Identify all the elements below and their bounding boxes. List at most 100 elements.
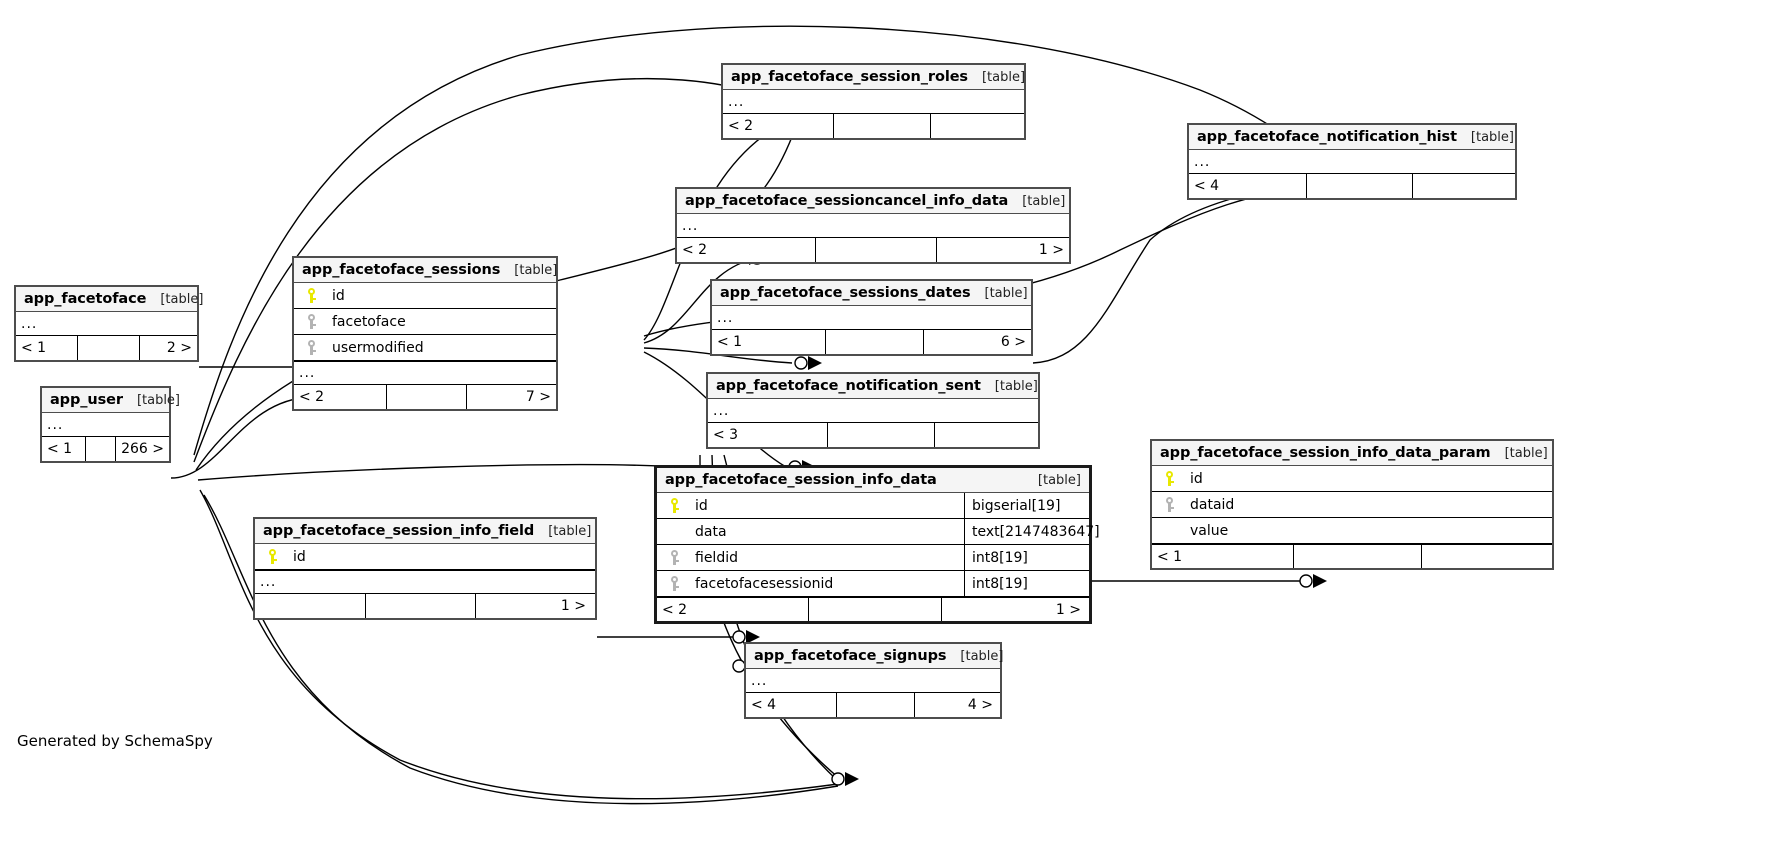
columns-ellipsis: ... — [255, 570, 595, 594]
table-title: app_facetoface_session_info_data — [665, 472, 937, 488]
foreign-key-icon — [657, 576, 691, 591]
column-row: id — [255, 544, 595, 570]
footer-outgoing-count — [931, 114, 1024, 138]
primary-key-icon — [657, 498, 691, 513]
columns-ellipsis: ... — [708, 399, 1038, 423]
table-footer: < 2 1 > — [677, 238, 1069, 262]
table-app_facetoface_session_roles[interactable]: app_facetoface_session_roles [table] ...… — [721, 63, 1026, 140]
column-row: facetofacesessionid int8[19] — [657, 571, 1089, 597]
table-type-tag: [table] — [514, 262, 558, 278]
column-row: usermodified — [294, 335, 556, 361]
table-title: app_facetoface_notification_hist — [1197, 129, 1457, 145]
table-footer: < 2 7 > — [294, 385, 556, 409]
table-app_facetoface[interactable]: app_facetoface [table] ... < 1 2 > — [14, 285, 203, 362]
columns-ellipsis: ... — [746, 669, 1000, 693]
column-row: fieldid int8[19] — [657, 545, 1089, 571]
columns-ellipsis: ... — [16, 312, 197, 336]
column-row: id bigserial[19] — [657, 493, 1089, 519]
footer-incoming-count — [255, 594, 366, 618]
footer-incoming-count: < 3 — [708, 423, 828, 447]
table-app_facetoface_sessions_dates[interactable]: app_facetoface_sessions_dates [table] ..… — [710, 279, 1033, 356]
footer-incoming-count: < 2 — [294, 385, 387, 409]
footer-outgoing-count: 6 > — [1000, 334, 1026, 350]
column-name: usermodified — [332, 339, 424, 356]
column-name: facetoface — [332, 313, 406, 330]
columns-ellipsis: ... — [294, 361, 556, 385]
footer-middle — [834, 114, 931, 138]
table-header: app_facetoface_signups [table] — [746, 644, 1004, 669]
table-title: app_facetoface_notification_sent — [716, 378, 981, 394]
table-title: app_facetoface — [24, 291, 147, 307]
column-type: int8[19] — [964, 545, 1089, 570]
foreign-key-icon — [294, 314, 328, 329]
table-type-tag: [table] — [1504, 445, 1548, 461]
footer-middle — [78, 336, 140, 360]
table-footer: < 4 4 > — [746, 693, 1000, 717]
column-name: id — [695, 497, 708, 514]
table-title: app_facetoface_session_info_field — [263, 523, 535, 539]
footer-outgoing-count: 1 > — [1055, 601, 1081, 618]
footer-middle — [816, 238, 937, 262]
table-app_facetoface_session_info_data_param[interactable]: app_facetoface_session_info_data_param [… — [1150, 439, 1554, 570]
generator-credit: Generated by SchemaSpy — [17, 732, 213, 750]
footer-outgoing-count: 2 > — [166, 340, 192, 356]
columns-ellipsis: ... — [712, 306, 1031, 330]
table-header: app_facetoface_sessions_dates [table] — [712, 281, 1031, 306]
table-title: app_user — [50, 392, 123, 408]
table-footer: < 4 — [1189, 174, 1515, 198]
table-type-tag: [table] — [548, 523, 592, 539]
column-type: int8[19] — [964, 571, 1089, 596]
table-type-tag: [table] — [984, 285, 1028, 301]
foreign-key-icon — [294, 340, 328, 355]
footer-outgoing-count: 7 > — [525, 389, 551, 405]
table-title: app_facetoface_session_info_data_param — [1160, 445, 1491, 461]
footer-incoming-count: < 1 — [712, 330, 826, 354]
table-footer: 1 > — [255, 594, 595, 618]
table-footer: < 2 1 > — [657, 597, 1089, 621]
table-app_user[interactable]: app_user [table] ... < 1 266 > — [40, 386, 180, 463]
footer-middle — [809, 598, 942, 621]
table-header: app_user [table] — [42, 388, 180, 413]
footer-middle — [387, 385, 467, 409]
column-row: id — [1152, 466, 1552, 492]
column-row: dataid — [1152, 492, 1552, 518]
table-app_facetoface_sessions[interactable]: app_facetoface_sessions [table] id facet… — [292, 256, 558, 411]
table-header: app_facetoface_session_info_data_param [… — [1152, 441, 1552, 466]
footer-outgoing-count: 266 > — [121, 441, 164, 457]
footer-middle — [826, 330, 924, 354]
footer-outgoing-count — [1413, 174, 1515, 198]
footer-middle — [366, 594, 476, 618]
table-type-tag: [table] — [1022, 193, 1066, 209]
footer-incoming-count: < 1 — [16, 336, 78, 360]
table-footer: < 3 — [708, 423, 1038, 447]
table-header: app_facetoface_notification_sent [table] — [708, 374, 1038, 399]
column-name: fieldid — [695, 549, 738, 566]
footer-outgoing-count: 1 > — [1038, 242, 1064, 258]
table-footer: < 1 266 > — [42, 437, 169, 461]
footer-incoming-count: < 2 — [657, 598, 809, 621]
columns-ellipsis: ... — [42, 413, 169, 437]
footer-incoming-count: < 2 — [677, 238, 816, 262]
column-row: facetoface — [294, 309, 556, 335]
column-name: facetofacesessionid — [695, 575, 834, 592]
table-app_facetoface_notification_hist[interactable]: app_facetoface_notification_hist [table]… — [1187, 123, 1517, 200]
column-row: data text[2147483647] — [657, 519, 1100, 545]
table-footer: < 1 — [1152, 544, 1552, 568]
columns-ellipsis: ... — [723, 90, 1024, 114]
column-name: data — [695, 523, 727, 540]
footer-incoming-count: < 4 — [746, 693, 837, 717]
table-app_facetoface_session_info_data[interactable]: app_facetoface_session_info_data [table]… — [654, 465, 1100, 624]
column-type: bigserial[19] — [964, 493, 1089, 518]
foreign-key-icon — [657, 550, 691, 565]
table-header: app_facetoface_sessions [table] — [294, 258, 558, 283]
table-app_facetoface_sessioncancel_info_data[interactable]: app_facetoface_sessioncancel_info_data [… — [675, 187, 1071, 264]
table-app_facetoface_signups[interactable]: app_facetoface_signups [table] ... < 4 4… — [744, 642, 1004, 719]
table-type-tag: [table] — [981, 69, 1026, 85]
table-title: app_facetoface_signups — [754, 648, 947, 664]
table-app_facetoface_session_info_field[interactable]: app_facetoface_session_info_field [table… — [253, 517, 597, 620]
footer-middle — [1307, 174, 1413, 198]
footer-middle — [828, 423, 935, 447]
table-app_facetoface_notification_sent[interactable]: app_facetoface_notification_sent [table]… — [706, 372, 1040, 449]
foreign-key-icon — [1152, 497, 1186, 512]
table-header: app_facetoface_sessioncancel_info_data [… — [677, 189, 1069, 214]
